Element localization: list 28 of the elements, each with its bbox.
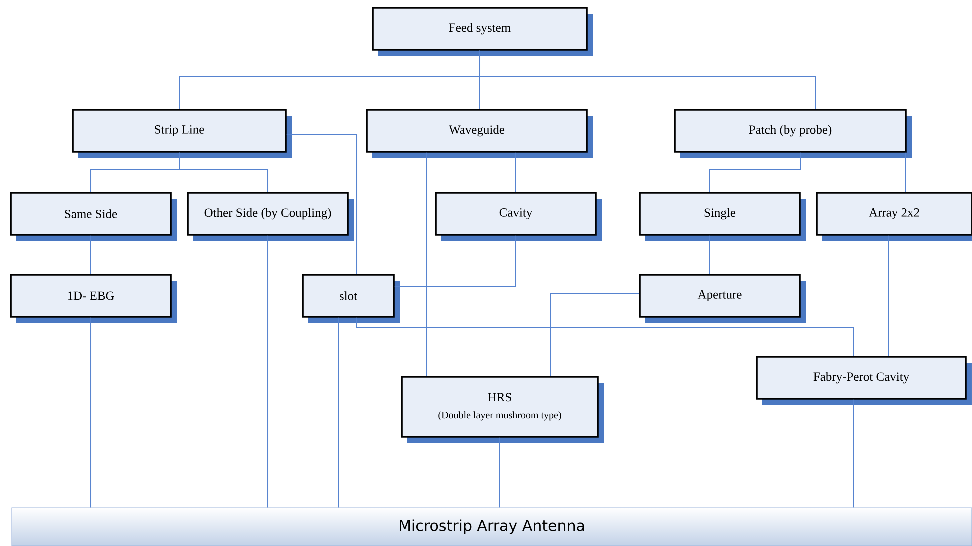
process-box: Same Side	[10, 192, 177, 241]
connector-line	[710, 152, 801, 193]
connector-line	[90, 317, 92, 508]
process-box: Cavity	[435, 192, 602, 241]
connector-line	[480, 50, 816, 110]
connector-line	[338, 317, 339, 508]
process-box: Array 2x2	[816, 192, 972, 241]
base-band: Microstrip Array Antenna	[12, 508, 972, 546]
connector-line	[90, 235, 92, 275]
process-box: Feed system	[372, 7, 593, 56]
process-box: Waveguide	[366, 109, 593, 158]
process-box: Patch (by probe)	[674, 109, 912, 158]
connector-line	[394, 235, 516, 288]
process-box: Aperture	[639, 274, 806, 323]
connector-line	[286, 134, 358, 275]
process-box: Strip Line	[72, 109, 292, 158]
process-box: HRS (Double layer mushroom type)	[401, 376, 604, 443]
connector-line	[426, 152, 428, 377]
connector-line	[356, 317, 854, 357]
connector-line	[853, 399, 854, 508]
connector-line	[179, 152, 268, 193]
process-box: Fabry-Perot Cavity	[756, 356, 972, 405]
process-box: 1D- EBG	[10, 274, 177, 323]
process-box: Single	[639, 192, 806, 241]
process-box: Other Side (by Coupling)	[187, 192, 354, 241]
connector-line	[550, 294, 640, 377]
process-box: slot	[302, 274, 400, 323]
connector-line	[888, 235, 889, 357]
